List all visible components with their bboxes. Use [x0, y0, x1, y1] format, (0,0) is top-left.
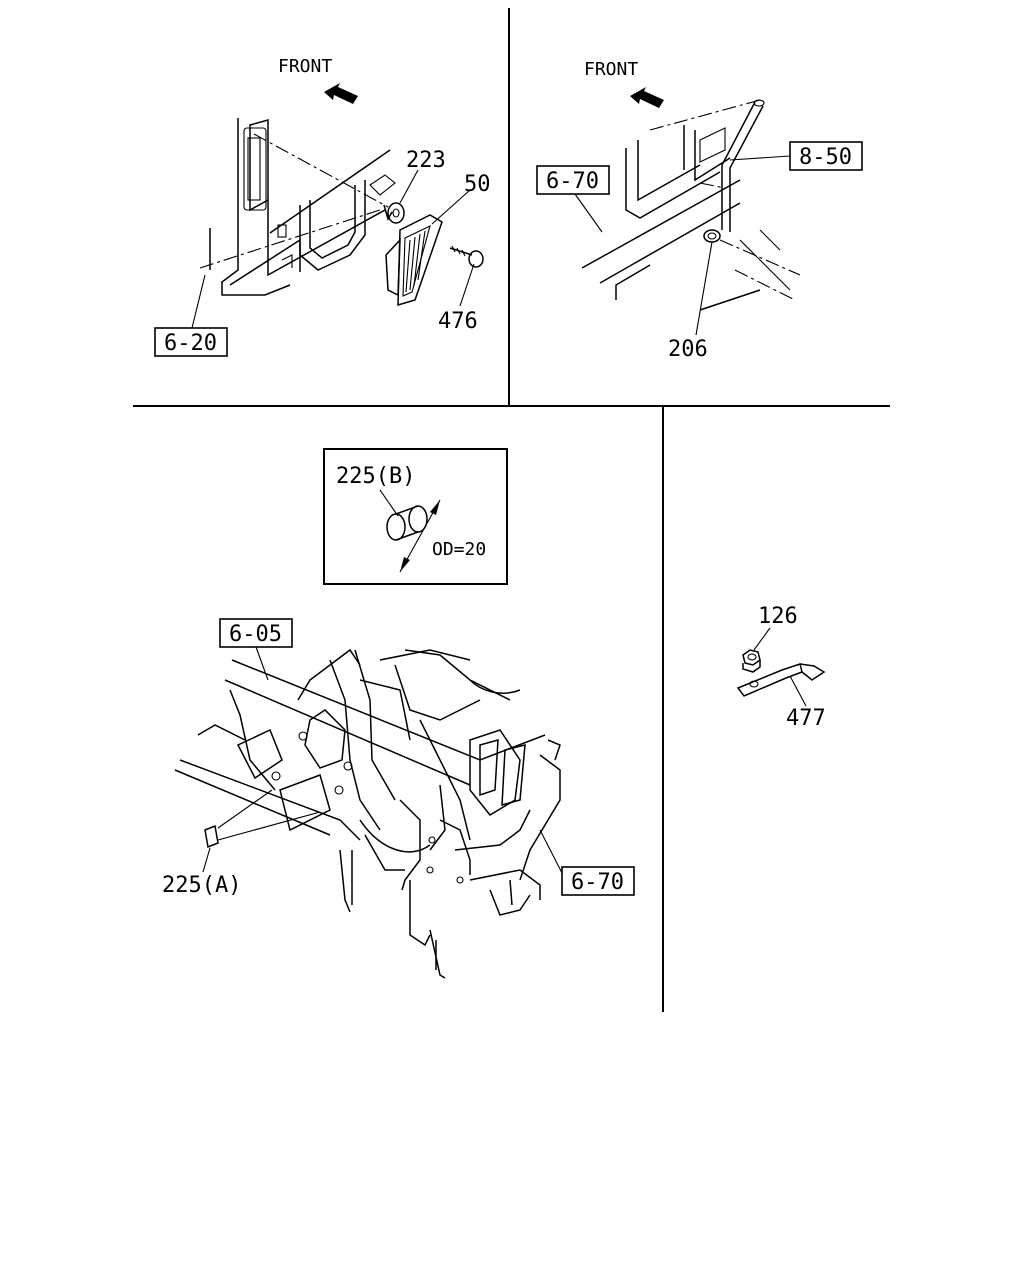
- ref-box-8-50: [789, 141, 863, 171]
- detail-dimension: OD=20: [432, 539, 486, 560]
- grommet-part-206: [703, 229, 721, 243]
- front-arrow-icon-right: [630, 87, 664, 108]
- detail-label-225b: 225(B): [336, 464, 415, 489]
- ref-label-6-70-top: 6-70: [546, 169, 599, 194]
- panel-bottom-left: 225(B) OD=20 6-05: [162, 448, 635, 979]
- panel-top-right: FRONT 8-50: [536, 59, 863, 362]
- screw-part-476: [449, 245, 484, 268]
- front-arrow-icon: [324, 83, 358, 104]
- callout-477: 477: [786, 706, 826, 731]
- nut-part-126: [742, 649, 761, 673]
- grille-part-50: [385, 214, 443, 307]
- callout-126: 126: [758, 604, 798, 629]
- callout-476: 476: [438, 309, 478, 334]
- ref-label-6-05: 6-05: [229, 622, 282, 647]
- ref-label-6-20: 6-20: [164, 331, 217, 356]
- ref-box-6-70-bottom: [561, 866, 635, 896]
- callout-50: 50: [464, 172, 491, 197]
- ref-box-6-20: [154, 327, 228, 357]
- callout-206: 206: [668, 337, 708, 362]
- clip-part-223: [383, 202, 405, 224]
- ref-label-8-50: 8-50: [799, 145, 852, 170]
- callout-225a: 225(A): [162, 873, 241, 898]
- detail-inset-frame: [323, 448, 508, 585]
- seal-part-225a: [204, 824, 219, 849]
- front-body-structure: [174, 648, 561, 979]
- floor-structure: [581, 125, 791, 311]
- plug-part-225b: [386, 505, 428, 541]
- ref-label-6-70-bottom: 6-70: [571, 870, 624, 895]
- callout-223: 223: [406, 148, 446, 173]
- pipe-part: [721, 99, 765, 232]
- bracket-part-477: [736, 663, 826, 697]
- panel-top-left: FRONT 223: [154, 56, 491, 357]
- panel-bottom-right: 126 477: [736, 604, 826, 731]
- panel-dividers: [133, 8, 890, 1012]
- front-label: FRONT: [278, 56, 332, 77]
- ref-box-6-70-top: [536, 165, 610, 195]
- side-panel-structure: [209, 118, 396, 296]
- front-label-right: FRONT: [584, 59, 638, 80]
